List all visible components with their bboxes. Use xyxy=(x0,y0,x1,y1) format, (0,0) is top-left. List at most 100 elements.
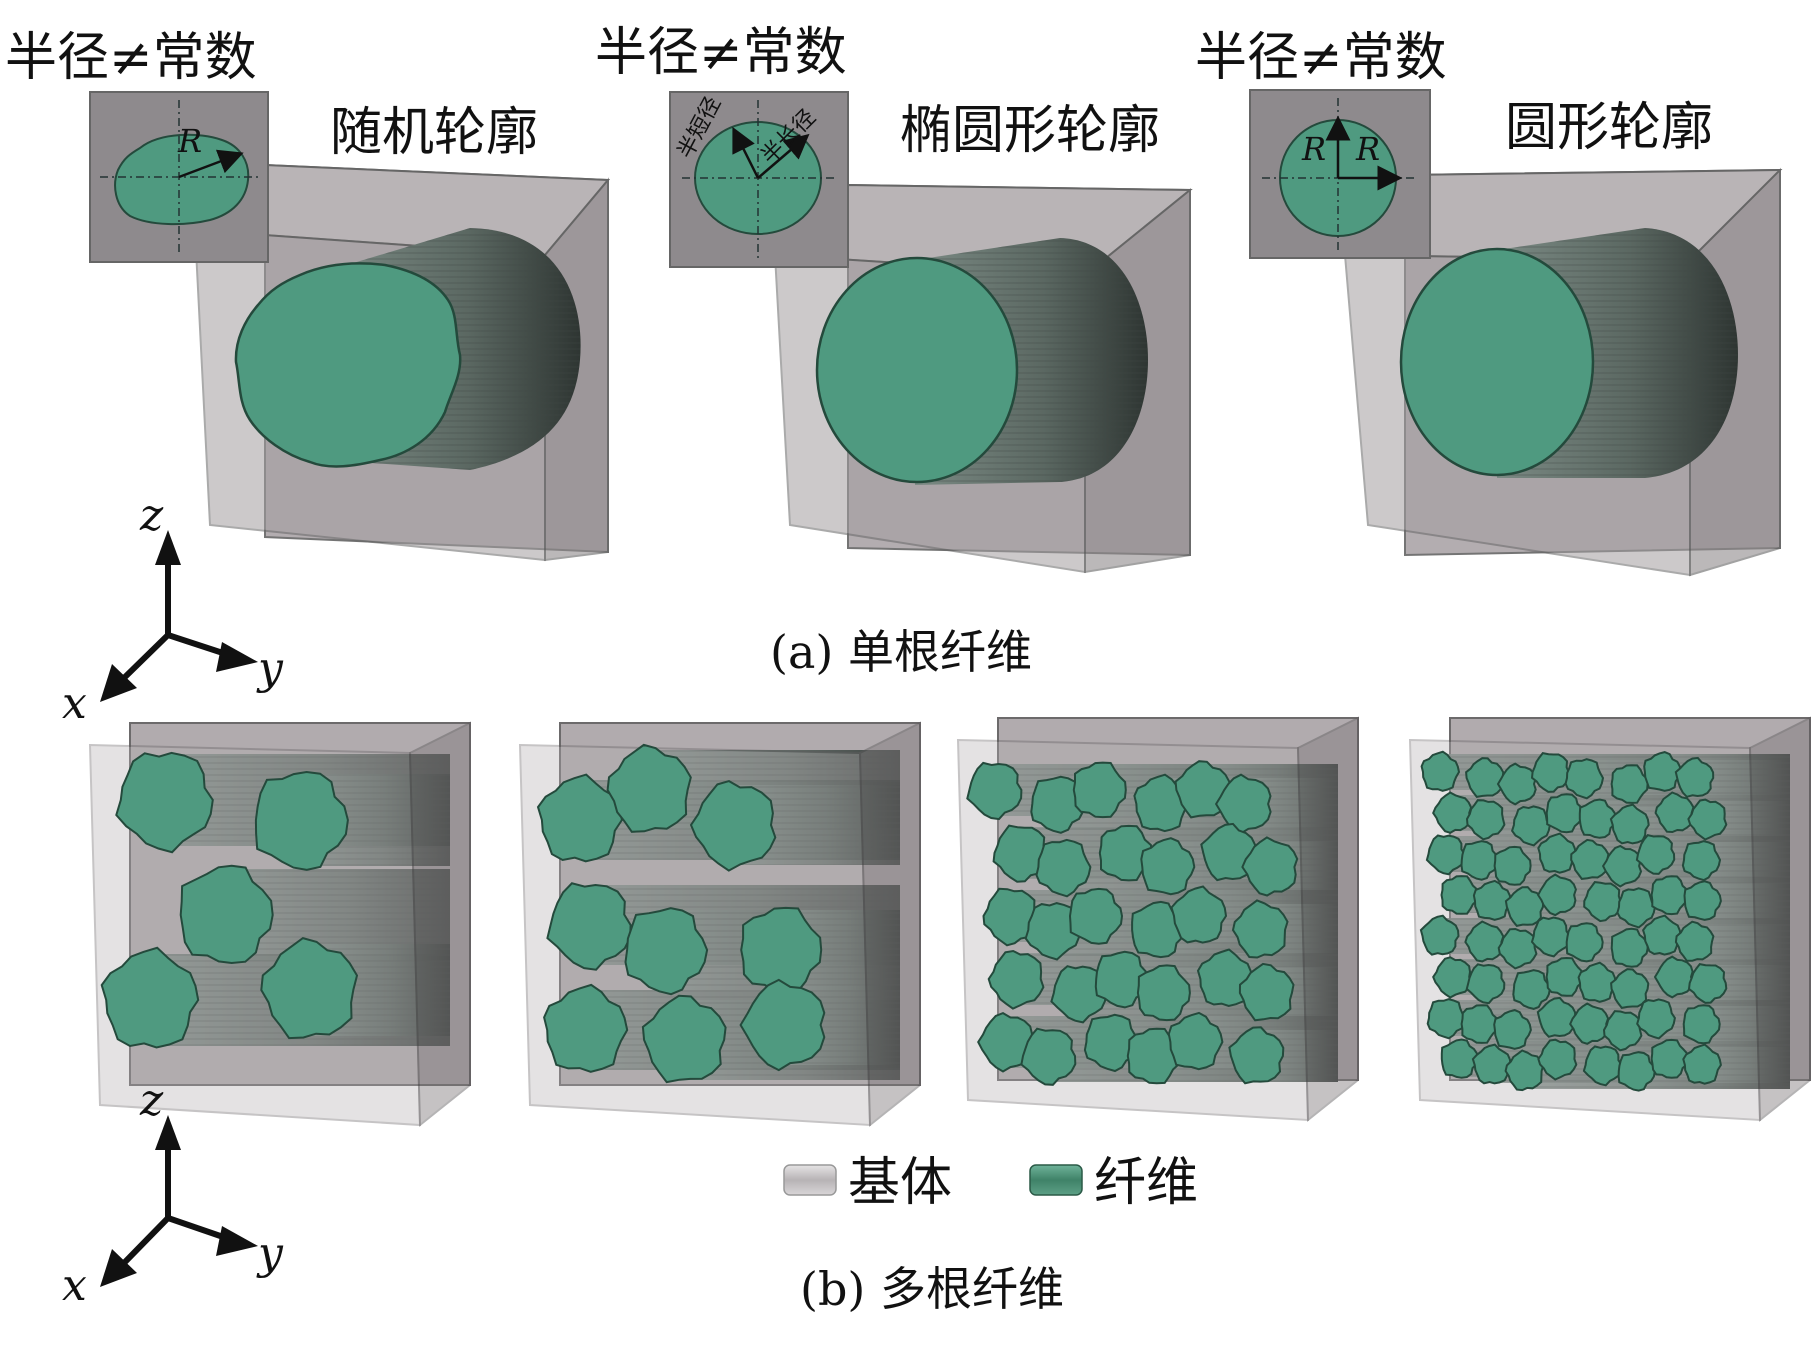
fiber-end-face xyxy=(1537,832,1578,874)
inset-random-profile: R xyxy=(89,91,269,263)
fiber-end-face xyxy=(1420,750,1461,792)
fiber-end-face xyxy=(1228,1026,1285,1085)
fiber-end-face xyxy=(1650,875,1689,916)
fiber-end-face xyxy=(1170,885,1228,944)
multi-fiber-cubes xyxy=(88,716,1811,1128)
fiber-end-face xyxy=(1133,773,1190,833)
legend-fiber-swatch xyxy=(1029,1164,1083,1196)
fiber-end-face xyxy=(641,994,727,1084)
fiber-end-face xyxy=(1510,805,1551,847)
single-fiber-circle-cube xyxy=(1343,167,1783,577)
ellipse-fiber-end-face xyxy=(815,256,1019,484)
fiber-end-face xyxy=(1196,948,1254,1008)
legend: 基体 纤维 xyxy=(783,1153,1198,1213)
fiber-end-face xyxy=(1635,833,1676,875)
fiber-end-face xyxy=(1460,840,1499,881)
inset-ellipse-profile: 半短径 半长径 xyxy=(669,91,849,268)
fiber-end-face xyxy=(1610,764,1649,804)
fiber-end-face xyxy=(1419,914,1460,956)
caption-b: (b) 多根纤维 xyxy=(800,1262,1064,1316)
circle-fiber-end-face xyxy=(1399,247,1595,477)
fiber-end-face xyxy=(260,937,359,1040)
fiber-end-face xyxy=(1140,837,1196,896)
fiber-end-face xyxy=(1464,920,1505,963)
fiber-end-face xyxy=(1493,1009,1532,1050)
caption-a: (a) 单根纤维 xyxy=(770,625,1032,679)
inset-circle-profile: R R xyxy=(1249,89,1431,259)
fiber-end-face xyxy=(1681,840,1722,882)
cube-right-face xyxy=(1296,716,1359,1123)
fiber-end-face xyxy=(977,1011,1034,1073)
fiber-end-face xyxy=(1136,964,1191,1022)
fiber-end-face xyxy=(1636,998,1676,1040)
fiber-end-face xyxy=(689,780,777,872)
fiber-end-face xyxy=(1537,1038,1578,1081)
fiber-end-face xyxy=(1496,762,1537,806)
fiber-end-face xyxy=(1545,793,1584,834)
fiber-end-face xyxy=(1465,799,1506,841)
inset-radius-label-vertical: R xyxy=(1301,130,1326,168)
fiber-end-face xyxy=(1472,879,1513,921)
axis-z-top: z xyxy=(139,490,164,541)
fiber-end-face xyxy=(1083,1013,1140,1073)
fiber-end-face xyxy=(1432,956,1473,999)
fiber-end-face xyxy=(1167,1011,1224,1071)
fiber-end-face xyxy=(1471,1043,1512,1085)
fiber-end-face xyxy=(966,761,1023,821)
fiber-end-face xyxy=(536,773,623,863)
cube-right-face xyxy=(858,721,921,1128)
axis-y-bottom: y xyxy=(256,1228,284,1279)
fiber-end-face xyxy=(546,882,632,971)
fiber-end-face xyxy=(1098,824,1153,882)
fiber-end-face xyxy=(1650,1038,1689,1079)
fiber-end-face xyxy=(1131,900,1186,959)
multi-fiber-cube-4 xyxy=(1408,716,1811,1123)
inset-radius-label: R xyxy=(177,122,202,160)
fiber-end-face xyxy=(100,946,200,1049)
circle-profile-label: 圆形轮廓 xyxy=(1505,98,1713,158)
fiber-end-face xyxy=(1020,1027,1077,1086)
multi-fiber-cube-3 xyxy=(956,716,1359,1123)
fiber-end-face xyxy=(1440,1038,1479,1079)
fiber-end-face xyxy=(987,949,1045,1010)
fiber-end-face xyxy=(1504,886,1545,928)
fiber-end-face xyxy=(1565,922,1604,963)
fiber-end-face xyxy=(1231,899,1289,959)
fiber-end-face xyxy=(1582,1045,1623,1087)
fiber-end-face xyxy=(115,751,214,854)
fiber-end-face xyxy=(1068,887,1124,945)
fiber-end-face xyxy=(1465,757,1505,798)
fiber-end-face xyxy=(1426,998,1467,1040)
fiber-end-face xyxy=(1440,875,1479,915)
legend-fiber-label: 纤维 xyxy=(1094,1153,1198,1213)
fiber-end-face xyxy=(1214,773,1272,835)
fiber-end-face xyxy=(1238,962,1295,1022)
fiber-end-face xyxy=(1577,961,1618,1003)
fiber-end-face xyxy=(624,907,709,996)
fiber-end-face xyxy=(1530,916,1571,958)
fiber-end-face xyxy=(1460,1004,1499,1044)
fiber-end-face xyxy=(739,978,826,1072)
fiber-end-face xyxy=(1578,798,1617,839)
fiber-end-face xyxy=(1035,838,1092,898)
fiber-end-face xyxy=(1601,844,1643,888)
axis-y-top: y xyxy=(256,643,284,694)
fiber-end-face xyxy=(1583,881,1623,923)
fiber-end-face xyxy=(606,743,692,833)
ellipse-profile-label: 椭圆形轮廓 xyxy=(900,101,1160,161)
fiber-end-face xyxy=(1536,996,1577,1038)
fiber-end-face xyxy=(1602,1010,1643,1052)
radius-note-2: 半径≠常数 xyxy=(595,23,847,83)
fiber-end-face xyxy=(982,887,1039,947)
fiber-end-face xyxy=(1682,1043,1722,1085)
fiber-end-face xyxy=(992,824,1049,883)
axis-x-top: x xyxy=(62,678,87,729)
multi-fiber-cube-2 xyxy=(518,721,921,1128)
fiber-end-face xyxy=(1241,836,1299,897)
fiber-end-face xyxy=(179,864,274,965)
fiber-end-face xyxy=(1050,965,1107,1024)
fiber-end-face xyxy=(1504,1049,1545,1092)
axis-triad-top xyxy=(100,530,258,702)
radius-note-1: 半径≠常数 xyxy=(5,28,257,88)
